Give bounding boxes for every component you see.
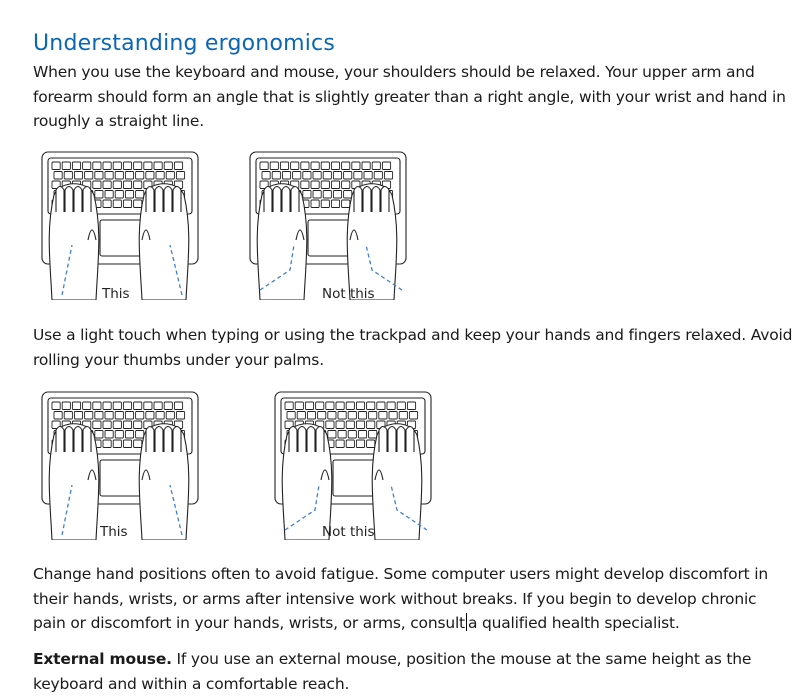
paragraph-light-touch: Use a light touch when typing or using t…	[33, 326, 793, 369]
text-cursor	[465, 613, 467, 631]
figure-touch-correct: This	[32, 390, 242, 540]
paragraph-lead: External mouse.	[33, 650, 172, 668]
figure-caption: Not this	[322, 524, 375, 540]
figure-caption: This	[102, 286, 130, 302]
illustration-incorrect-posture	[249, 151, 407, 300]
figure-posture-correct: This	[32, 150, 242, 302]
paragraph-external-mouse: External mouse. If you use an external m…	[33, 647, 793, 696]
figure-posture-incorrect: Not this	[240, 150, 470, 302]
section-heading: Understanding ergonomics	[33, 31, 336, 56]
paragraph-posture: When you use the keyboard and mouse, you…	[33, 63, 786, 130]
illustration-correct-touch	[41, 391, 199, 540]
paragraph-text: Change hand positions often to avoid fat…	[33, 565, 768, 632]
paragraph-text: If you use an external mouse, position t…	[33, 650, 752, 693]
illustration-incorrect-touch	[274, 391, 432, 540]
figure-touch-incorrect: Not this	[265, 390, 475, 540]
paragraph-text: a qualified health specialist.	[467, 614, 680, 632]
paragraph-change-positions: Change hand positions often to avoid fat…	[33, 562, 793, 636]
figure-caption: Not this	[322, 286, 375, 302]
figure-caption: This	[100, 524, 128, 540]
illustration-correct-posture	[41, 151, 199, 300]
